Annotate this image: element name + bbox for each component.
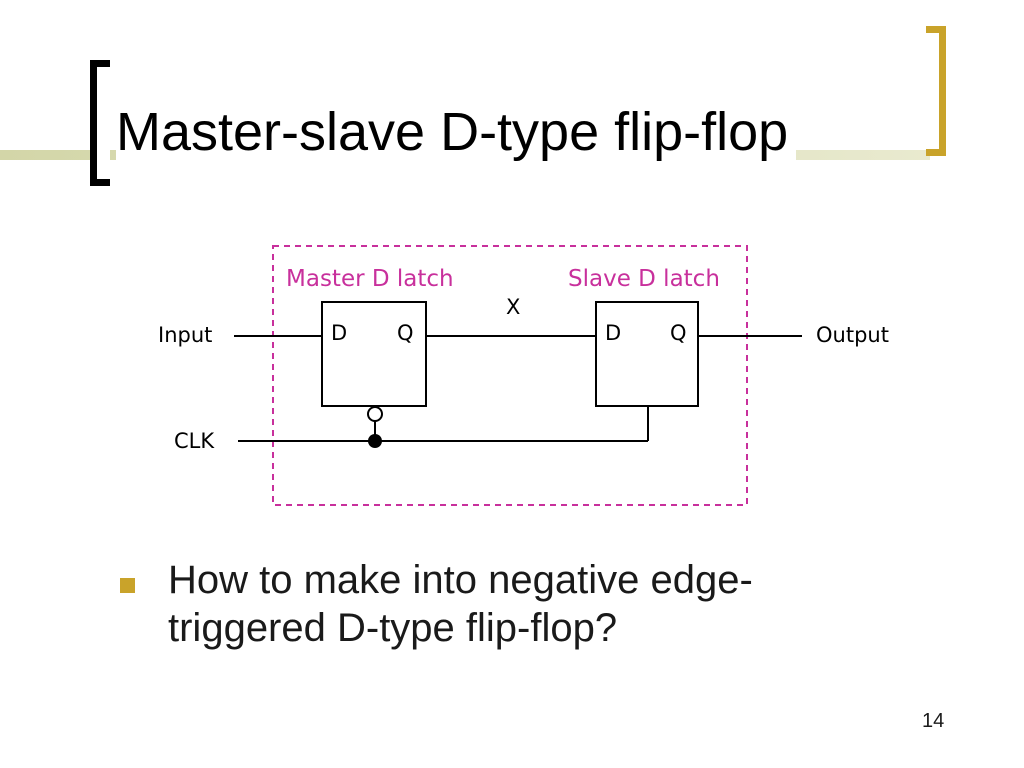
left-bracket-icon (90, 60, 110, 186)
slave-latch-box (595, 301, 699, 407)
slide-title: Master-slave D-type flip-flop (116, 100, 797, 164)
bullet-item: How to make into negative edge-triggered… (120, 556, 888, 652)
master-latch-label: Master D latch (286, 266, 454, 292)
square-bullet-icon (120, 578, 135, 593)
intermediate-x-label: X (506, 295, 520, 319)
flipflop-enclosure (272, 245, 748, 506)
input-label: Input (158, 323, 212, 347)
right-bracket-icon (926, 26, 946, 156)
bullet-list: How to make into negative edge-triggered… (120, 556, 888, 652)
clk-label: CLK (174, 429, 215, 453)
master-q-pin: Q (397, 321, 414, 345)
slave-d-pin: D (605, 321, 621, 345)
master-latch-box (321, 301, 427, 407)
bullet-text: How to make into negative edge-triggered… (168, 558, 753, 650)
master-d-pin: D (331, 321, 347, 345)
output-label: Output (816, 323, 889, 347)
page-number: 14 (922, 710, 945, 732)
clk-inversion-bubble-icon (367, 406, 383, 422)
left-bracket-inner (97, 67, 110, 179)
slave-latch-label: Slave D latch (568, 266, 720, 292)
clk-junction-dot-icon (368, 434, 382, 448)
slave-q-pin: Q (670, 321, 687, 345)
